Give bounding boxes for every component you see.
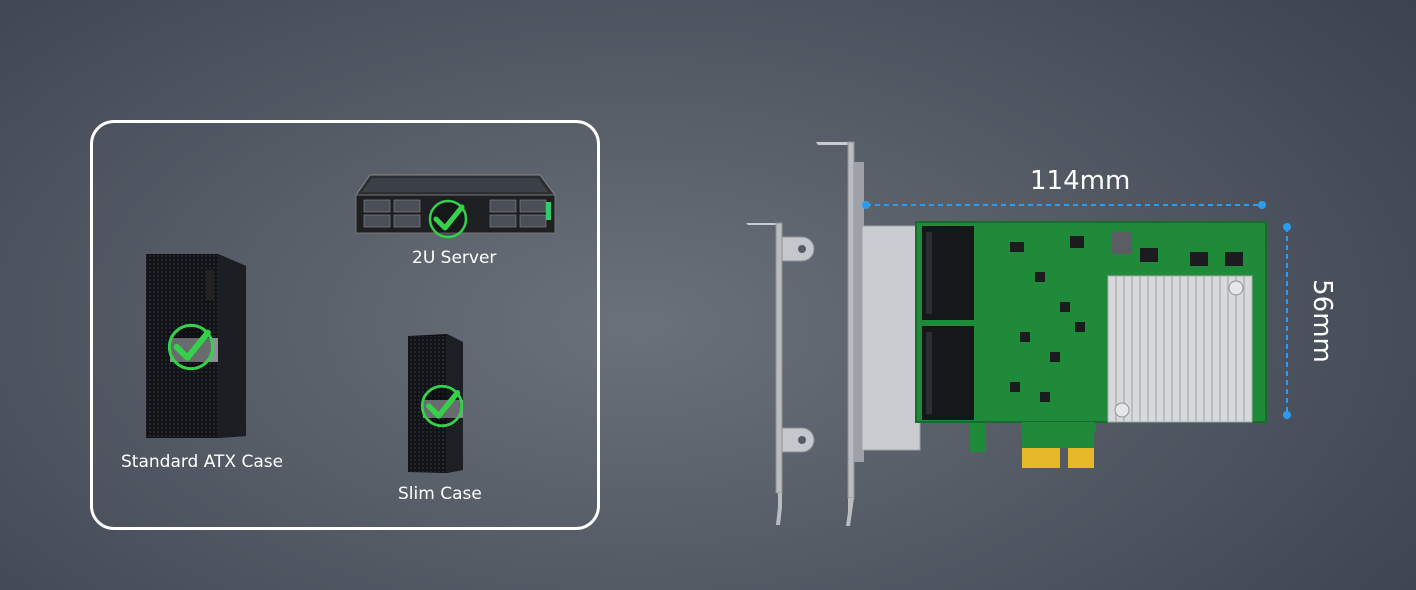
check-icon (167, 323, 215, 371)
bracket-icon (816, 141, 864, 526)
bracket-icon (746, 222, 815, 525)
atx-case-label: Standard ATX Case (121, 452, 284, 472)
check-icon (428, 199, 468, 239)
height-dimension-line (1283, 223, 1291, 419)
network-card-image (861, 221, 1267, 468)
check-icon (420, 384, 464, 428)
width-label: 114mm (1030, 166, 1131, 196)
height-label: 56mm (1306, 279, 1337, 363)
slim-case-label: Slim Case (398, 484, 482, 504)
slim-case-icon (408, 334, 463, 473)
width-dimension-line (862, 201, 1266, 209)
server-icon (355, 174, 556, 234)
server-label: 2U Server (412, 248, 497, 268)
compatibility-panel (90, 120, 600, 530)
